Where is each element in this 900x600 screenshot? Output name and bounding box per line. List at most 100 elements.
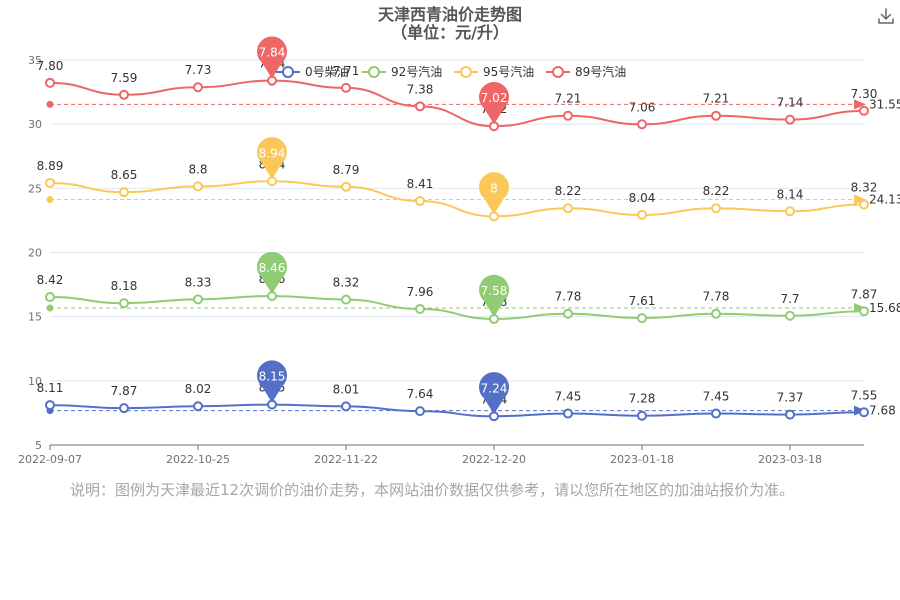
data-label: 8.02 [185,382,212,396]
x-tick-label: 2022-09-07 [18,453,82,466]
max-pin-label: 8.94 [259,146,286,160]
data-label: 8.42 [37,273,64,287]
data-point [193,181,203,192]
data-point [119,89,129,100]
legend-marker [368,66,380,78]
data-point [563,408,573,419]
download-icon[interactable] [876,6,896,26]
series-1: 15.688.428.188.338.468.327.967.587.787.6… [37,251,900,324]
y-tick-label: 15 [28,311,42,324]
series-line [49,295,865,320]
data-label: 8.14 [777,187,804,201]
legend-item-1[interactable]: 92号汽油 [362,64,442,79]
data-label: 7.38 [407,82,434,96]
series-0: 7.688.117.878.028.158.017.647.247.457.28… [37,360,896,422]
legend[interactable]: 0号柴油 92号汽油 95号汽油 89号汽油 [276,64,626,79]
data-label: 7.78 [703,290,730,304]
data-point [119,403,129,414]
y-tick-label: 20 [28,247,42,260]
data-point [193,82,203,93]
data-label: 8.32 [851,181,878,195]
data-label: 7.64 [407,387,434,401]
average-label: 24.13 [869,193,900,207]
max-pin-label: 8.15 [259,370,286,384]
data-label: 7.78 [555,290,582,304]
data-label: 7.45 [703,390,730,404]
average-arrow [854,99,866,110]
data-label: 8.04 [629,191,656,205]
data-point [859,199,869,210]
data-point [45,292,55,303]
min-pin-label: 7.24 [481,381,508,395]
max-pin [257,251,287,295]
series-3: 31.557.807.597.737.847.717.387.027.217.0… [37,36,900,132]
series-2: 24.138.898.658.88.948.798.4188.228.048.2… [37,137,900,222]
x-tick-label: 2023-03-18 [758,453,822,466]
data-label: 7.37 [777,391,804,405]
data-point [193,401,203,412]
grid-lines [50,59,864,446]
legend-item-3[interactable]: 89号汽油 [546,64,626,79]
data-point [415,406,425,417]
max-pin [257,137,287,180]
data-point [415,303,425,314]
max-pin-label: 8.46 [259,261,286,275]
data-point [119,298,129,309]
data-label: 8.22 [555,184,582,198]
data-point [341,401,351,412]
data-label: 7.30 [851,87,878,101]
data-label: 8.41 [407,177,434,191]
data-label: 7.96 [407,285,434,299]
max-pin-label: 7.84 [259,46,286,60]
data-label: 7.45 [555,390,582,404]
min-pin [478,82,510,125]
data-point [119,187,129,198]
data-point [859,407,869,418]
data-point [785,206,795,217]
chart-subtitle: （单位：元/升） [391,23,509,42]
data-point [45,77,55,88]
data-point [415,196,425,207]
min-pin [478,274,509,317]
data-label: 7.61 [629,294,656,308]
data-point [563,203,573,214]
max-pin [257,360,287,403]
data-point [859,306,869,317]
legend-item-2[interactable]: 95号汽油 [454,64,534,79]
x-tick-label: 2022-12-20 [462,453,526,466]
y-tick-label: 30 [28,118,42,131]
data-point [637,119,647,130]
average-arrow [854,194,866,205]
data-point [785,114,795,125]
data-point [711,408,721,419]
legend-label: 95号汽油 [483,64,534,79]
average-label: 31.55 [869,97,900,111]
data-point [711,110,721,121]
x-tick-label: 2022-10-25 [166,453,230,466]
data-point [193,294,203,305]
data-label: 7.55 [851,388,878,402]
data-point [637,209,647,220]
data-label: 7.14 [777,96,804,110]
legend-label: 0号柴油 [305,65,349,79]
data-label: 7.28 [629,392,656,406]
average-start-dot [46,196,54,204]
data-label: 7.80 [37,59,64,73]
data-label: 8.01 [333,382,360,396]
min-pin-label: 8 [490,181,498,195]
data-label: 7.06 [629,100,656,114]
legend-item-0[interactable]: 0号柴油 [276,65,349,79]
data-point [341,294,351,305]
average-start-dot [46,304,54,312]
data-label: 7.7 [780,292,799,306]
data-label: 8.33 [185,275,212,289]
legend-marker [282,66,294,78]
series-line [49,403,865,418]
min-pin-label: 7.58 [481,284,508,298]
y-tick-label: 10 [28,375,42,388]
legend-label: 89号汽油 [575,64,626,79]
chart-title: 天津西青油价走势图 [378,5,522,24]
min-pin [478,172,510,215]
series-layer: 7.688.117.878.028.158.017.647.247.457.28… [37,36,900,422]
